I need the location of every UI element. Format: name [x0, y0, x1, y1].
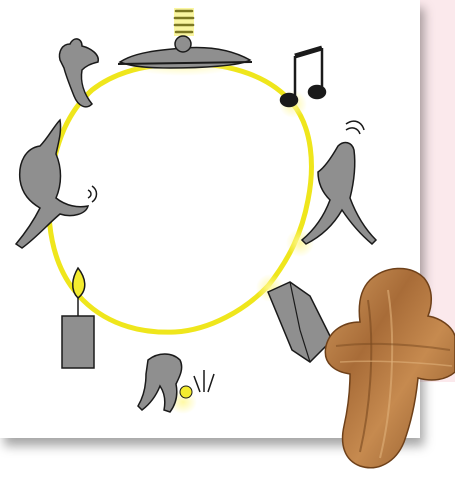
crystal-icon [268, 282, 332, 362]
dancing-figure-icon [16, 120, 97, 248]
olive-wood-palm-cross [325, 268, 455, 467]
sitting-figure-icon [59, 39, 98, 107]
lying-figure-icon [118, 36, 252, 68]
